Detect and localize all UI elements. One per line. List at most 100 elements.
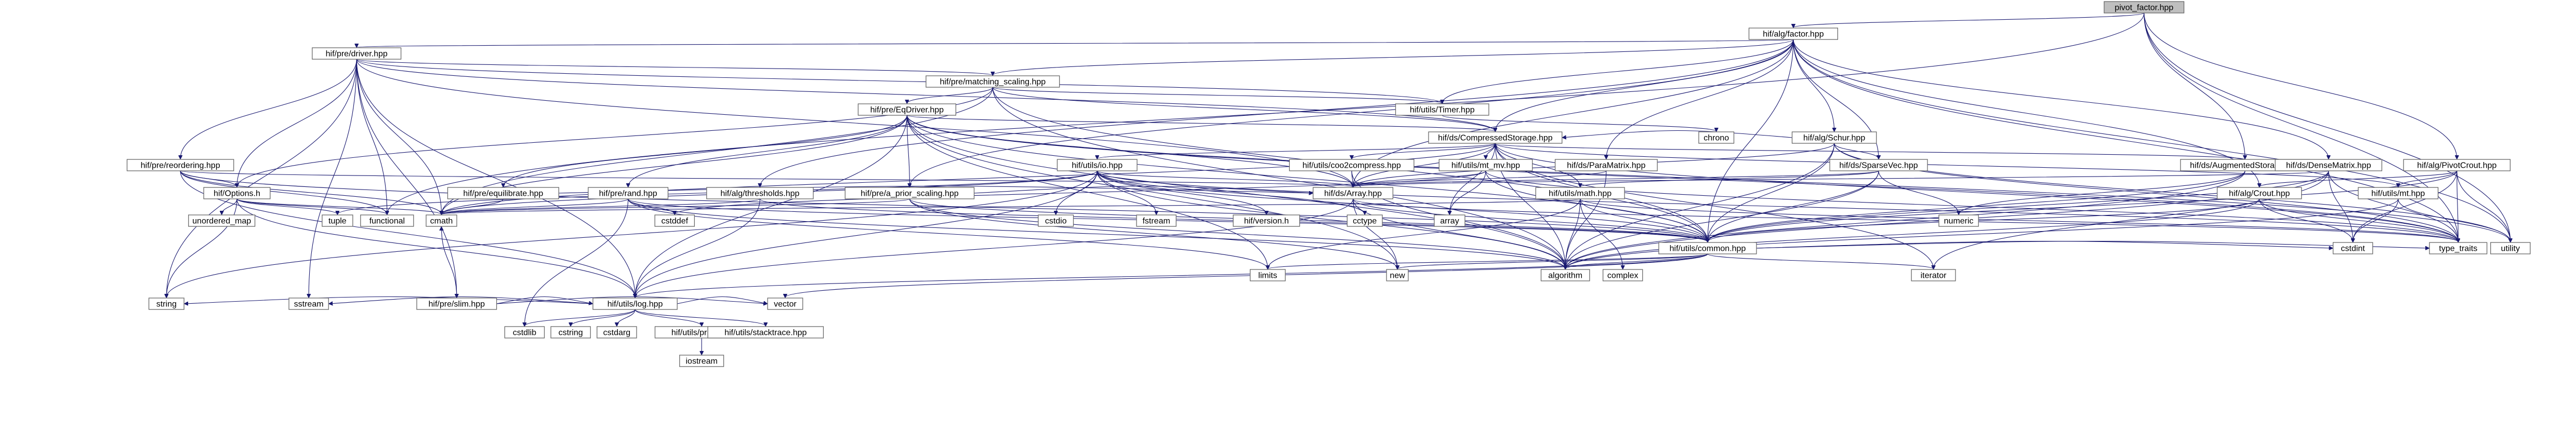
node-crout[interactable]: hif/alg/Crout.hpp xyxy=(2216,187,2302,199)
node-sstream[interactable]: sstream xyxy=(288,298,329,310)
edge-common-to-iterator xyxy=(1707,253,1934,269)
node-functional[interactable]: functional xyxy=(360,214,414,227)
node-box xyxy=(416,298,497,310)
node-stacktrace[interactable]: hif/utils/stacktrace.hpp xyxy=(707,326,824,339)
node-array[interactable]: hif/ds/Array.hpp xyxy=(1313,187,1394,199)
edge-array-to-log xyxy=(635,198,1354,298)
edge-intmt-to-cstdint xyxy=(2353,198,2399,242)
node-label: hif/pre/driver.hpp xyxy=(326,50,388,59)
edge-log-to-cstdarg xyxy=(617,309,636,326)
edge-array-to-type-traits xyxy=(1353,198,2459,242)
node-reordering[interactable]: hif/pre/reordering.hpp xyxy=(126,159,234,171)
node-limits[interactable]: limits xyxy=(1250,269,1286,281)
node-label: numeric xyxy=(1944,217,1974,226)
node-options[interactable]: hif/Options.h xyxy=(203,187,271,199)
node-box xyxy=(360,214,414,227)
node-factor[interactable]: hif/alg/factor.hpp xyxy=(1748,28,1838,40)
node-prerand[interactable]: hif/pre/rand.hpp xyxy=(588,187,669,199)
node-densematrix[interactable]: hif/ds/DenseMatrix.hpp xyxy=(2275,159,2383,171)
node-cstdarg[interactable]: cstdarg xyxy=(597,326,637,339)
node-io[interactable]: hif/utils/io.hpp xyxy=(1056,159,1138,171)
node-box xyxy=(767,298,803,310)
node-box xyxy=(322,214,353,227)
edge-array-to-common xyxy=(1353,198,1708,242)
edge-io-to-version xyxy=(1097,170,1266,214)
edge-options-to-tuple xyxy=(236,198,337,214)
node-box xyxy=(926,75,1060,88)
node-label: hif/pre/slim.hpp xyxy=(429,300,485,309)
node-label: cstdint xyxy=(2341,245,2366,253)
edge-log-to-cstring xyxy=(571,309,636,326)
edge-augmented-to-common xyxy=(1708,170,2245,242)
edge-io-to-string xyxy=(166,170,1098,298)
node-string[interactable]: string xyxy=(148,298,184,310)
node-algorithm[interactable]: algorithm xyxy=(1540,269,1590,281)
node-log[interactable]: hif/utils/log.hpp xyxy=(592,298,678,310)
edge-eqdriver-to-prior-scaling xyxy=(906,115,909,187)
edge-pivot-factor-to-type-traits xyxy=(2144,12,2459,242)
edge-prior-scaling-to-algorithm xyxy=(909,198,1565,269)
edge-compressed-to-intmt xyxy=(1495,143,2398,187)
edge-array-to-new xyxy=(1353,198,1397,269)
node-cstring[interactable]: cstring xyxy=(550,326,591,339)
node-cctype[interactable]: cctype xyxy=(1346,214,1383,227)
node-slim[interactable]: hif/pre/slim.hpp xyxy=(416,298,497,310)
node-label: hif/ds/CompressedStorage.hpp xyxy=(1438,134,1553,143)
node-sparsevec[interactable]: hif/ds/SparseVec.hpp xyxy=(1829,159,1928,171)
node-matching[interactable]: hif/pre/matching_scaling.hpp xyxy=(926,75,1060,88)
edge-factor-to-paramatrix xyxy=(1606,39,1794,159)
node-fstream[interactable]: fstream xyxy=(1136,214,1177,227)
edge-reordering-to-common xyxy=(180,170,1708,242)
edge-pivotcrout-to-crout xyxy=(2260,170,2458,187)
edge-options-to-cmath xyxy=(236,198,442,214)
node-label: cctype xyxy=(1353,217,1377,226)
node-complex[interactable]: complex xyxy=(1602,269,1643,281)
edge-driver-to-string xyxy=(166,59,357,298)
node-version[interactable]: hif/version.h xyxy=(1233,214,1300,227)
node-paramatrix[interactable]: hif/ds/ParaMatrix.hpp xyxy=(1554,159,1658,171)
node-compressed[interactable]: hif/ds/CompressedStorage.hpp xyxy=(1428,131,1563,144)
node-iterator[interactable]: iterator xyxy=(1911,269,1956,281)
node-box xyxy=(2429,242,2488,254)
node-type-traits[interactable]: type_traits xyxy=(2429,242,2488,254)
node-new[interactable]: new xyxy=(1386,269,1409,281)
node-schur[interactable]: hif/alg/Schur.hpp xyxy=(1791,131,1877,144)
node-equilibrate[interactable]: hif/pre/equilibrate.hpp xyxy=(447,187,559,199)
node-std-array[interactable]: array xyxy=(1434,214,1465,227)
node-iostream[interactable]: iostream xyxy=(679,355,724,367)
edge-io-to-fstream xyxy=(1097,170,1156,214)
node-box xyxy=(1791,131,1877,144)
node-coocompress[interactable]: hif/utils/coo2compress.hpp xyxy=(1289,159,1415,171)
node-label: cstdio xyxy=(1045,217,1067,226)
node-unordered-map[interactable]: unordered_map xyxy=(188,214,256,227)
node-cstdio-top[interactable]: cstdio xyxy=(1038,214,1074,227)
node-cstdlib[interactable]: cstdlib xyxy=(504,326,545,339)
node-vector[interactable]: vector xyxy=(767,298,803,310)
node-box xyxy=(1233,214,1300,227)
edge-math-to-common xyxy=(1580,198,1708,242)
node-pivotcrout[interactable]: hif/alg/PivotCrout.hpp xyxy=(2403,159,2511,171)
edge-driver-to-functional xyxy=(356,59,387,214)
node-label: hif/alg/PivotCrout.hpp xyxy=(2417,161,2496,170)
node-chrono[interactable]: chrono xyxy=(1698,131,1735,144)
node-tuple[interactable]: tuple xyxy=(322,214,353,227)
node-label: complex xyxy=(1607,272,1639,280)
node-cmath[interactable]: cmath xyxy=(426,214,457,227)
node-common[interactable]: hif/utils/common.hpp xyxy=(1658,242,1757,254)
node-numeric[interactable]: numeric xyxy=(1938,214,1979,227)
node-timer[interactable]: hif/utils/Timer.hpp xyxy=(1395,103,1489,116)
node-thresholds[interactable]: hif/alg/thresholds.hpp xyxy=(706,187,814,199)
node-driver[interactable]: hif/pre/driver.hpp xyxy=(312,47,402,60)
node-intmt[interactable]: hif/utils/mt.hpp xyxy=(2358,187,2439,199)
node-cstdint[interactable]: cstdint xyxy=(2332,242,2373,254)
node-pivot-factor[interactable]: pivot_factor.hpp xyxy=(2104,1,2185,13)
edge-driver-to-sstream xyxy=(309,59,357,298)
node-utility[interactable]: utility xyxy=(2490,242,2531,254)
node-box xyxy=(188,214,256,227)
node-prior-scaling[interactable]: hif/pre/a_prior_scaling.hpp xyxy=(844,187,975,199)
node-cstddef[interactable]: cstddef xyxy=(654,214,695,227)
node-math[interactable]: hif/utils/math.hpp xyxy=(1535,187,1625,199)
node-mt-mv[interactable]: hif/utils/mt_mv.hpp xyxy=(1438,159,1533,171)
node-eqdriver[interactable]: hif/pre/EqDriver.hpp xyxy=(857,103,957,116)
edge-options-to-log xyxy=(236,198,635,298)
